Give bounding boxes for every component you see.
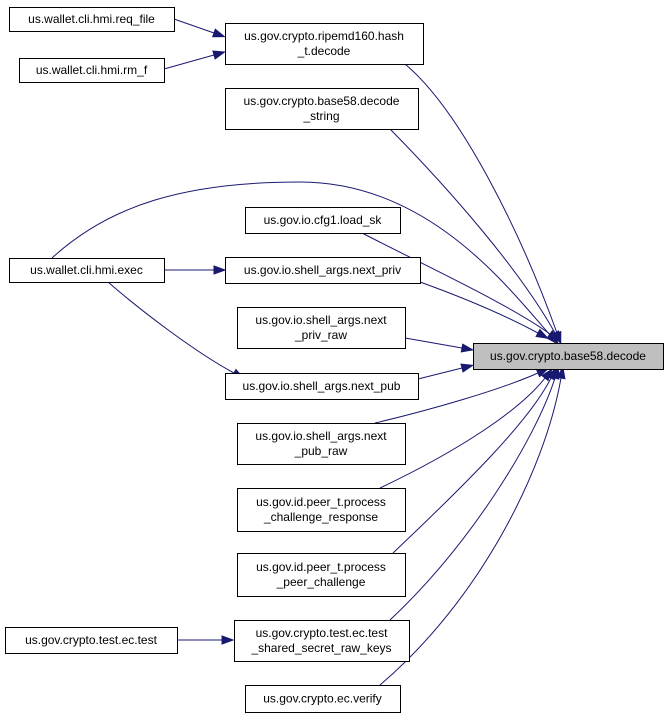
node-label: us.wallet.cli.hmi.exec [30,263,143,277]
node-box [237,423,406,465]
node-ec-test[interactable]: us.gov.crypto.test.ec.test [5,627,178,654]
node-box [225,257,421,284]
edge-next_priv_raw-to-base58_decode [404,337,475,353]
node-label: _priv_raw [294,328,347,342]
node-ec-verify[interactable]: us.gov.crypto.ec.verify [245,685,401,713]
node-box [5,627,178,654]
node-box [245,207,401,234]
edge-load_sk-to-base58_decode [361,232,561,342]
edge-exec-to-next_pub [107,281,245,380]
node-label: us.gov.crypto.base58.decode [244,94,400,108]
node-box [245,685,401,713]
edge-exec-to-next_priv [164,265,227,275]
node-label: _string [302,109,339,123]
arrowhead [213,265,227,275]
node-rm-f[interactable]: us.wallet.cli.hmi.rm_f [19,58,165,83]
arrowhead [211,28,226,38]
node-label: us.wallet.cli.hmi.req_file [28,12,155,26]
arrowhead [535,328,549,339]
node-label: us.gov.io.shell_args.next_pub [243,379,401,393]
node-label: _t.decode [297,44,351,58]
arrowhead [212,50,226,60]
node-decode-string[interactable]: us.gov.crypto.base58.decode_string [225,88,419,130]
node-ripemd-decode[interactable]: us.gov.crypto.ripemd160.hash_t.decode [225,23,424,65]
edge-ec_test-to-test_shared [177,635,235,645]
node-label: us.gov.id.peer_t.process [256,560,386,574]
node-proc-peer-chal[interactable]: us.gov.id.peer_t.process_peer_challenge [237,553,406,597]
edge-rm_f-to-ripemd_decode [163,50,226,70]
node-label: us.gov.io.shell_args.next [255,429,387,443]
node-exec[interactable]: us.wallet.cli.hmi.exec [9,258,165,283]
node-label: us.gov.crypto.test.ec.test [256,626,389,640]
node-proc-chal-resp[interactable]: us.gov.id.peer_t.process_challenge_respo… [237,488,406,532]
edge-decode_string-to-base58_decode [389,128,562,344]
node-label: us.gov.io.shell_args.next_priv [244,263,401,277]
node-box [19,58,165,83]
node-box [225,23,424,65]
node-label: _peer_challenge [276,575,366,589]
node-box [9,258,165,283]
node-load-sk[interactable]: us.gov.io.cfg1.load_sk [245,207,401,234]
edge-next_priv-to-base58_decode [419,281,549,339]
arrowhead [556,365,566,380]
node-next-priv-raw[interactable]: us.gov.io.shell_args.next_priv_raw [237,307,406,349]
node-box [225,373,419,400]
node-label: _challenge_response [263,510,378,524]
node-req-file[interactable]: us.wallet.cli.hmi.req_file [9,7,175,32]
node-box [473,343,664,370]
node-label: us.wallet.cli.hmi.rm_f [36,63,148,77]
arrowhead [460,363,475,373]
arrowhead [546,329,561,342]
node-box [237,307,406,349]
node-box [234,620,410,662]
node-label: us.gov.crypto.ec.verify [263,692,382,706]
edge-ec_verify-to-base58_decode [379,365,566,686]
node-label: us.gov.crypto.test.ec.test [25,633,158,647]
node-next-priv[interactable]: us.gov.io.shell_args.next_priv [225,257,421,284]
node-label: us.gov.id.peer_t.process [256,495,386,509]
edge-req_file-to-ripemd_decode [173,18,226,38]
node-label: _shared_secret_raw_keys [250,641,391,655]
node-box [237,553,406,597]
node-label: us.gov.crypto.base58.decode [490,349,646,363]
node-box [9,7,175,32]
node-box [225,88,419,130]
node-label: _pub_raw [294,444,348,458]
edge-ripemd_decode-to-base58_decode [404,63,562,345]
edge-next_pub-to-base58_decode [417,363,475,380]
edge-test_shared-to-base58_decode [389,366,560,621]
node-box [237,488,406,532]
node-label: us.gov.io.shell_args.next [255,313,387,327]
arrowhead [221,635,235,645]
node-base58-decode[interactable]: us.gov.crypto.base58.decode [473,343,664,370]
arrowhead [460,343,475,353]
node-test-shared[interactable]: us.gov.crypto.test.ec.test_shared_secret… [234,620,410,662]
node-label: us.gov.crypto.ripemd160.hash [244,29,404,43]
node-next-pub-raw[interactable]: us.gov.io.shell_args.next_pub_raw [237,423,406,465]
arrowhead [550,366,560,380]
node-label: us.gov.io.cfg1.load_sk [264,213,383,227]
node-next-pub[interactable]: us.gov.io.shell_args.next_pub [225,373,419,400]
